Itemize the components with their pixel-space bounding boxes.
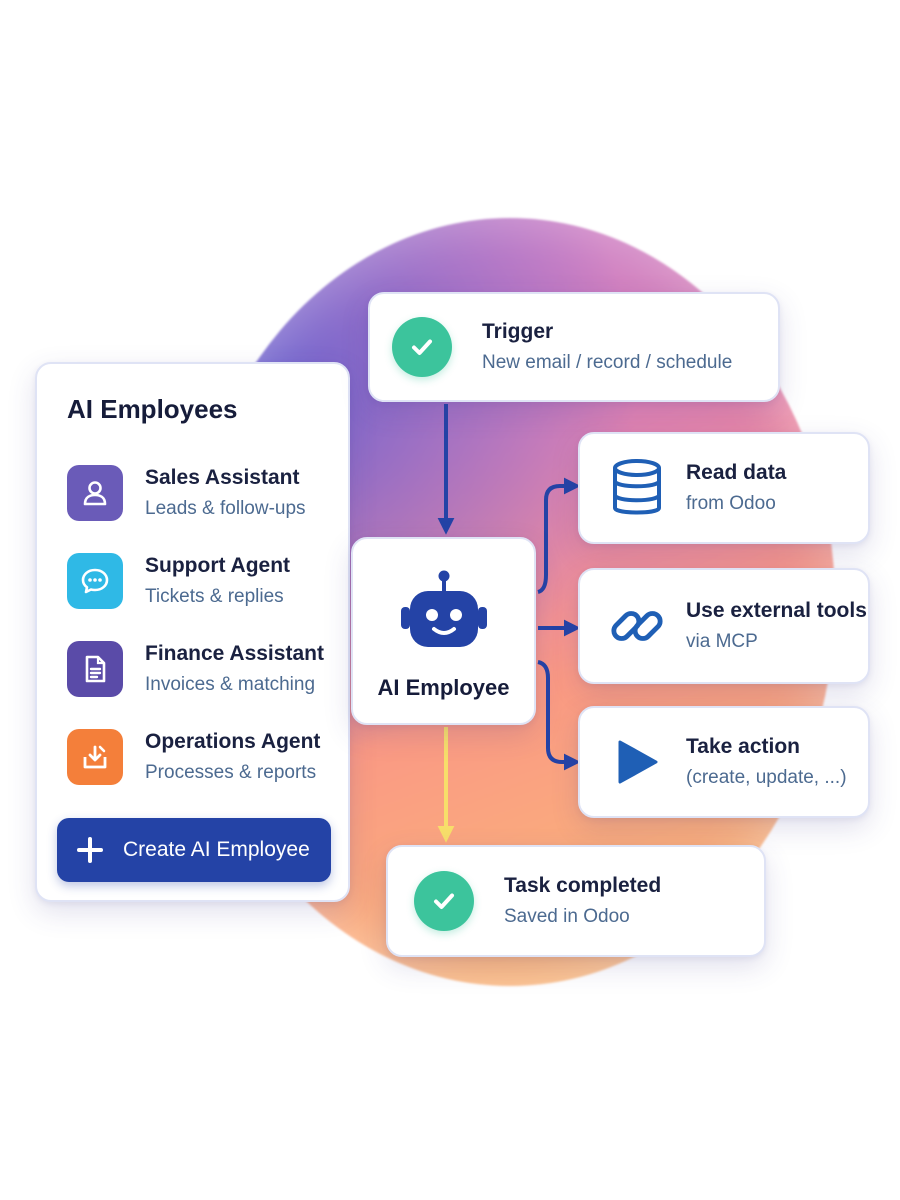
link-icon <box>608 596 666 656</box>
ai-employees-panel: AI Employees Sales Assistant Leads & fol… <box>35 362 350 902</box>
ai-employee-card: AI Employee <box>351 537 536 725</box>
agent-finance-assistant[interactable]: Finance Assistant Invoices & matching <box>67 625 348 713</box>
create-ai-employee-button[interactable]: Create AI Employee <box>57 818 331 882</box>
agent-operations-agent[interactable]: Operations Agent Processes & reports <box>67 713 348 801</box>
plus-icon <box>77 837 103 863</box>
task-completed-description: Saved in Odoo <box>504 906 630 927</box>
trigger-card: Trigger New email / record / schedule <box>368 292 780 402</box>
panel-title: AI Employees <box>67 394 238 424</box>
agent-name: Finance Assistant <box>145 642 324 665</box>
agent-name: Support Agent <box>145 554 291 577</box>
download-tray-icon <box>67 729 123 785</box>
agent-description: Invoices & matching <box>145 674 316 695</box>
read-data-description: from Odoo <box>686 493 776 514</box>
take-action-title: Take action <box>686 735 800 758</box>
robot-icon <box>400 570 487 647</box>
check-circle-icon <box>414 871 474 931</box>
external-tools-description: via MCP <box>686 631 758 652</box>
external-tools-title: Use external tools <box>686 599 867 622</box>
database-icon <box>608 458 666 518</box>
check-circle-icon <box>392 317 452 377</box>
read-data-title: Read data <box>686 461 787 484</box>
trigger-title: Trigger <box>482 320 554 343</box>
agent-sales-assistant[interactable]: Sales Assistant Leads & follow-ups <box>67 449 348 537</box>
agent-support-agent[interactable]: Support Agent Tickets & replies <box>67 537 348 625</box>
ai-employee-label: AI Employee <box>377 675 510 700</box>
agent-description: Tickets & replies <box>145 586 284 607</box>
agent-name: Operations Agent <box>145 730 321 753</box>
chat-bubble-icon <box>67 553 123 609</box>
document-icon <box>67 641 123 697</box>
user-icon <box>67 465 123 521</box>
take-action-description: (create, update, ...) <box>686 767 847 788</box>
agent-description: Leads & follow-ups <box>145 498 306 519</box>
task-completed-card: Task completed Saved in Odoo <box>386 845 766 957</box>
create-button-label: Create AI Employee <box>123 838 310 861</box>
take-action-card: Take action (create, update, ...) <box>578 706 870 818</box>
agent-description: Processes & reports <box>145 762 317 783</box>
external-tools-card: Use external tools via MCP <box>578 568 870 684</box>
read-data-card: Read data from Odoo <box>578 432 870 544</box>
task-completed-title: Task completed <box>504 874 662 897</box>
trigger-description: New email / record / schedule <box>482 352 733 373</box>
agent-name: Sales Assistant <box>145 466 300 489</box>
play-icon <box>608 736 666 788</box>
